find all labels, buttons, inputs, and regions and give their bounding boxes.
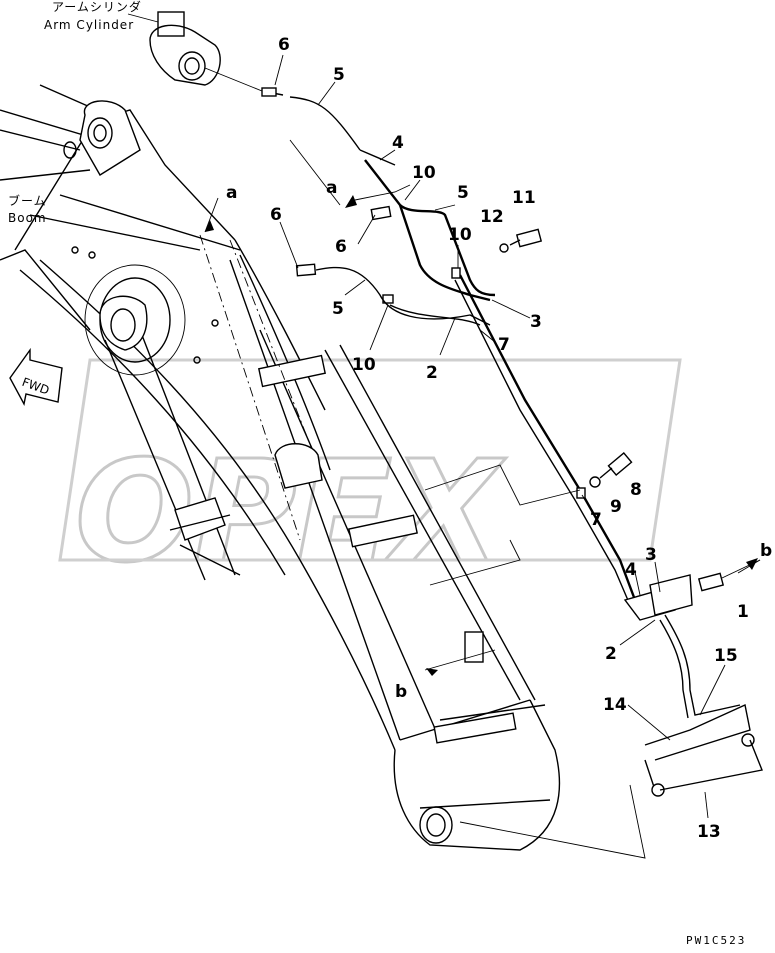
ref-b-bottom: b — [395, 682, 407, 702]
callout-11: 11 — [512, 188, 536, 208]
boom-en-label: Boom — [8, 211, 47, 225]
fwd-label: FWD — [20, 375, 51, 398]
callout-7: 7 — [498, 335, 510, 355]
callout-numbers: 6 5 4 10 5 11 12 6 6 10 5 3 10 2 7 8 9 7… — [270, 35, 749, 842]
callout-4: 4 — [625, 560, 637, 580]
callout-4: 4 — [392, 133, 404, 153]
bolt-washer-11-12 — [499, 228, 543, 253]
arrow-a-mid — [345, 195, 357, 208]
callout-5: 5 — [332, 299, 344, 319]
callout-10: 10 — [412, 163, 436, 183]
arrow-a-top — [205, 220, 214, 232]
ref-a-top: a — [226, 183, 237, 203]
ref-b-right: b — [760, 541, 772, 561]
callout-7: 7 — [590, 510, 602, 530]
boom-cylinder — [84, 264, 323, 581]
arrow-b-bottom — [426, 668, 438, 676]
callout-2: 2 — [426, 363, 438, 383]
arrow-b-right — [746, 558, 758, 570]
callout-leaders — [274, 54, 726, 819]
ref-arrows — [204, 195, 761, 676]
watermark: OPEX — [58, 358, 682, 596]
arm-cylinder-jp-label: アームシリンダ — [52, 0, 142, 14]
callout-5: 5 — [333, 65, 345, 85]
callout-10: 10 — [352, 355, 376, 375]
arm-cylinder — [127, 11, 263, 92]
callout-14: 14 — [603, 695, 627, 715]
callout-12: 12 — [480, 207, 504, 227]
arm-cylinder-en-label: Arm Cylinder — [44, 18, 134, 32]
callout-2: 2 — [605, 644, 617, 664]
reference-lines — [424, 464, 581, 671]
callout-6: 6 — [278, 35, 290, 55]
callout-13: 13 — [697, 822, 721, 842]
ref-a-mid: a — [326, 178, 337, 198]
lower-bracket-assembly — [459, 559, 763, 859]
boom-jp-label: ブーム — [8, 193, 47, 208]
callout-3: 3 — [645, 545, 657, 565]
callout-5: 5 — [457, 183, 469, 203]
callout-9: 9 — [610, 497, 622, 517]
callout-3: 3 — [530, 312, 542, 332]
callout-8: 8 — [630, 480, 642, 500]
callout-15: 15 — [714, 646, 738, 666]
callout-10: 10 — [448, 225, 472, 245]
drawing-code: PW1C523 — [686, 934, 746, 947]
boom-structure — [0, 84, 561, 851]
hose-brackets — [257, 354, 517, 744]
callout-6: 6 — [335, 237, 347, 257]
callout-6: 6 — [270, 205, 282, 225]
bolt-washer-8-9 — [589, 451, 633, 488]
fwd-arrow: FWD — [9, 347, 63, 407]
callout-1: 1 — [737, 602, 749, 622]
